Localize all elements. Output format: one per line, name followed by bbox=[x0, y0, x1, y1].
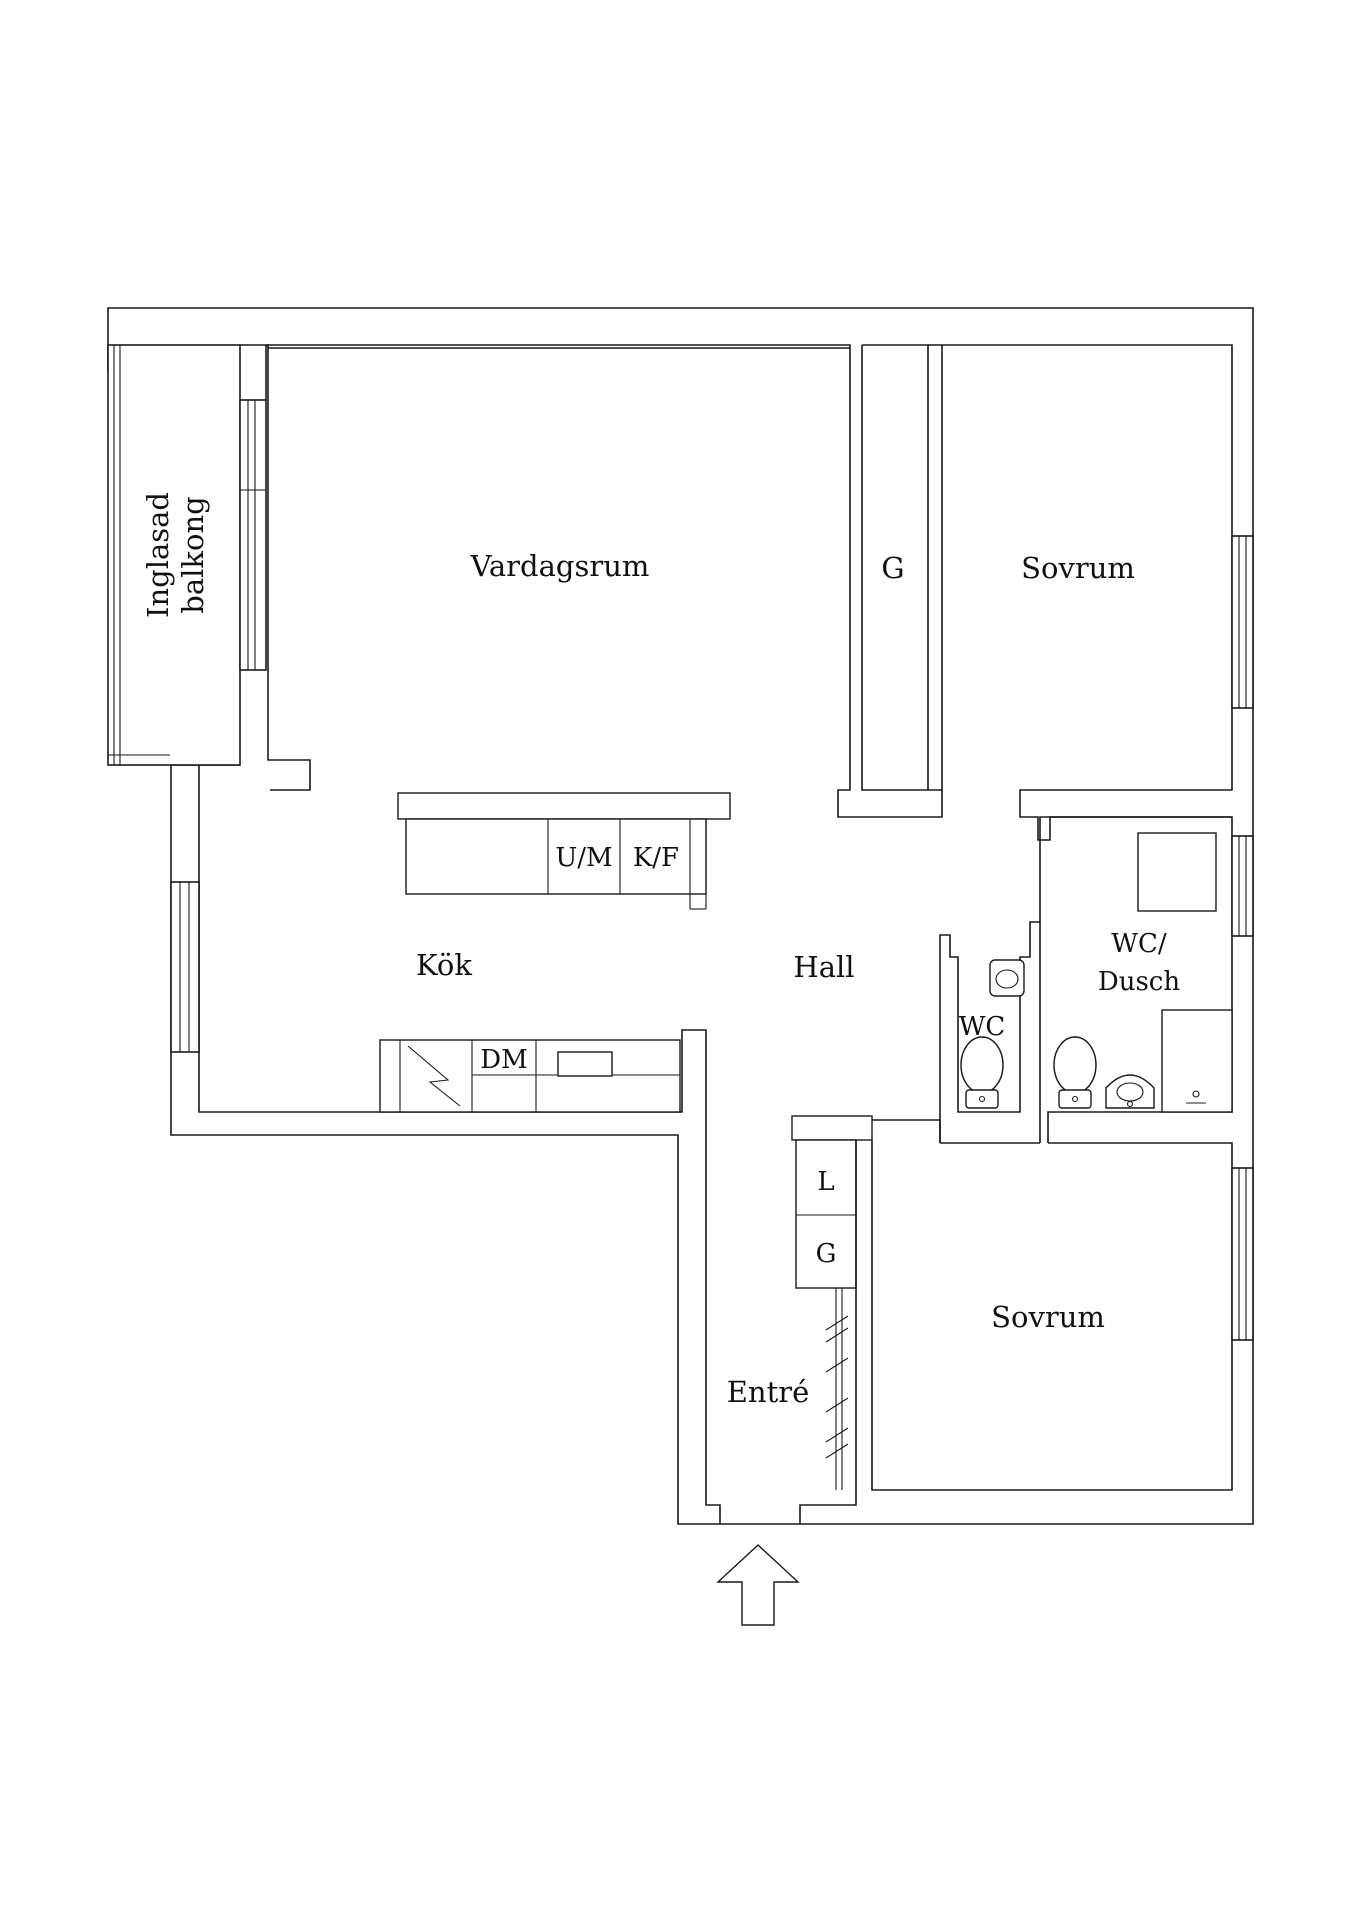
kitchen-island: U/M K/F bbox=[397, 792, 731, 910]
um-label: U/M bbox=[555, 843, 612, 873]
bedroom-1-label: Sovrum bbox=[1021, 551, 1135, 585]
bedroom-1: Sovrum bbox=[928, 344, 1254, 841]
living-room-label: Vardagsrum bbox=[470, 549, 650, 583]
wc-shower: WC/ Dusch bbox=[940, 816, 1254, 1144]
kitchen-label: Kök bbox=[416, 948, 472, 982]
glazed-balcony: Inglasad balkong bbox=[107, 344, 267, 766]
wc-shower-label-2: Dusch bbox=[1098, 967, 1180, 997]
entrance-label: Entré bbox=[727, 1375, 810, 1409]
wc-shower-label-1: WC/ bbox=[1111, 929, 1167, 959]
dishwasher-label: DM bbox=[480, 1045, 527, 1075]
balcony-label-1: Inglasad bbox=[141, 492, 175, 618]
bedroom-2-label: Sovrum bbox=[991, 1300, 1105, 1334]
living-room: Vardagsrum bbox=[240, 344, 943, 818]
wc-label: WC bbox=[959, 1012, 1006, 1042]
top-closet: G bbox=[861, 344, 943, 791]
kitchen: DM Kök bbox=[170, 765, 721, 1524]
wc: WC bbox=[939, 921, 1041, 1143]
outer-walls bbox=[107, 307, 1254, 1525]
balcony-label-2: balkong bbox=[176, 496, 210, 613]
kf-label: K/F bbox=[633, 843, 679, 873]
bedroom-2: Sovrum bbox=[799, 1119, 1254, 1524]
closet-g-label: G bbox=[816, 1239, 837, 1269]
entrance: Entré bbox=[716, 1375, 810, 1626]
hall-label: Hall bbox=[793, 950, 854, 984]
hall: Hall bbox=[793, 950, 854, 984]
top-closet-label: G bbox=[881, 551, 904, 585]
closet-l-label: L bbox=[817, 1167, 834, 1197]
entry-closets: L G bbox=[791, 1115, 873, 1490]
up-arrow-icon bbox=[716, 1544, 800, 1626]
